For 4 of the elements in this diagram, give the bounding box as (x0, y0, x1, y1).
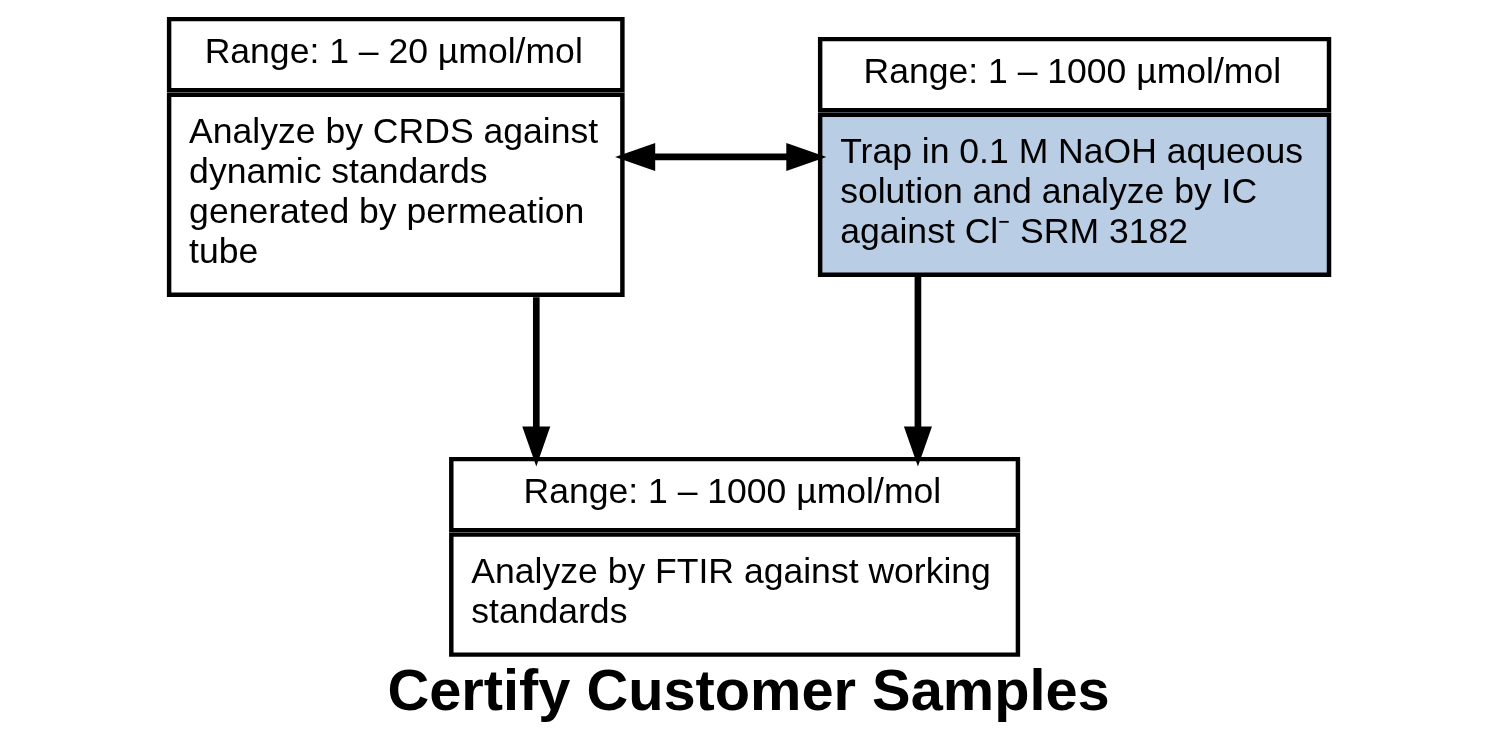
arrow (903, 276, 932, 467)
arrow (522, 297, 551, 467)
diagram-title: Certify Customer Samples (387, 657, 1110, 722)
arrow (615, 142, 827, 171)
